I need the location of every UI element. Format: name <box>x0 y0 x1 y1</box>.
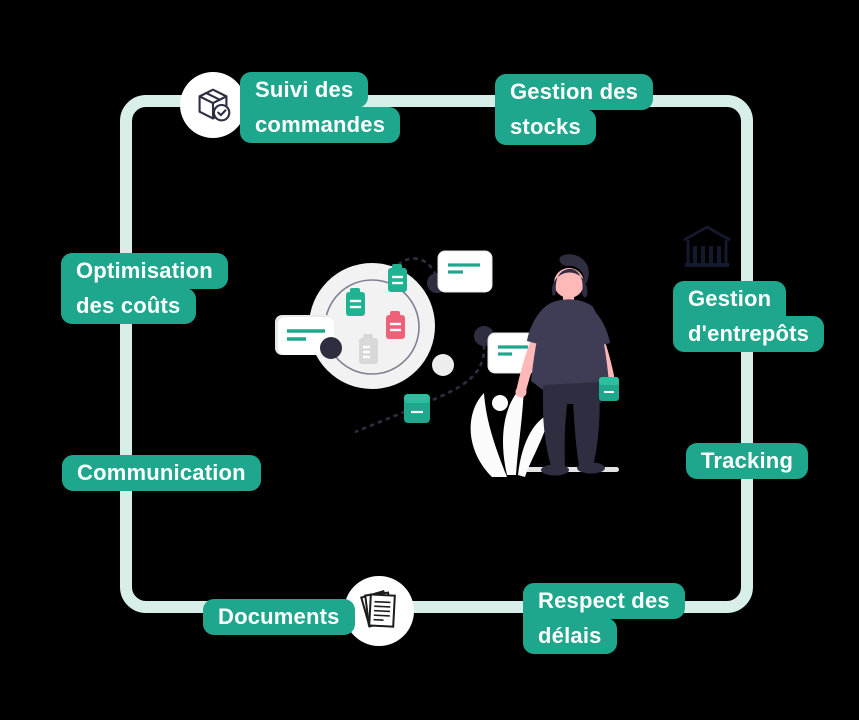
package-in-hand <box>599 377 619 401</box>
doc-green-1 <box>346 288 365 316</box>
label-tracking: Tracking <box>686 443 809 479</box>
label-line: Gestion <box>673 281 787 317</box>
package-green <box>404 394 430 423</box>
label-respect-des-delais: Respect des délais <box>523 583 685 654</box>
label-line: Respect des <box>523 583 685 619</box>
label-line: Communication <box>62 455 261 491</box>
label-line: Tracking <box>686 443 809 479</box>
label-suivi-des-commandes: Suivi des commandes <box>240 72 401 143</box>
label-documents: Documents <box>203 599 355 635</box>
person <box>515 254 619 476</box>
doc-pink <box>386 311 405 339</box>
label-line: des coûts <box>61 288 196 324</box>
package-check-icon <box>180 72 246 138</box>
label-line: délais <box>523 618 617 654</box>
plant <box>470 385 550 477</box>
label-line: commandes <box>240 107 401 143</box>
label-line: Documents <box>203 599 355 635</box>
warehouse-icon <box>681 222 733 275</box>
logistics-illustration <box>275 250 619 477</box>
documents-stack-icon <box>344 576 414 646</box>
label-line: Optimisation <box>61 253 228 289</box>
label-optimisation-des-couts: Optimisation des coûts <box>61 253 228 324</box>
label-communication: Communication <box>62 455 261 491</box>
label-gestion-entrepots: Gestion d'entrepôts <box>673 281 825 352</box>
label-gestion-des-stocks: Gestion des stocks <box>495 74 654 145</box>
label-line: d'entrepôts <box>673 316 825 352</box>
label-line: stocks <box>495 109 596 145</box>
doc-gray <box>359 334 378 364</box>
label-line: Suivi des <box>240 72 369 108</box>
label-line: Gestion des <box>495 74 654 110</box>
doc-green-2 <box>388 264 407 292</box>
